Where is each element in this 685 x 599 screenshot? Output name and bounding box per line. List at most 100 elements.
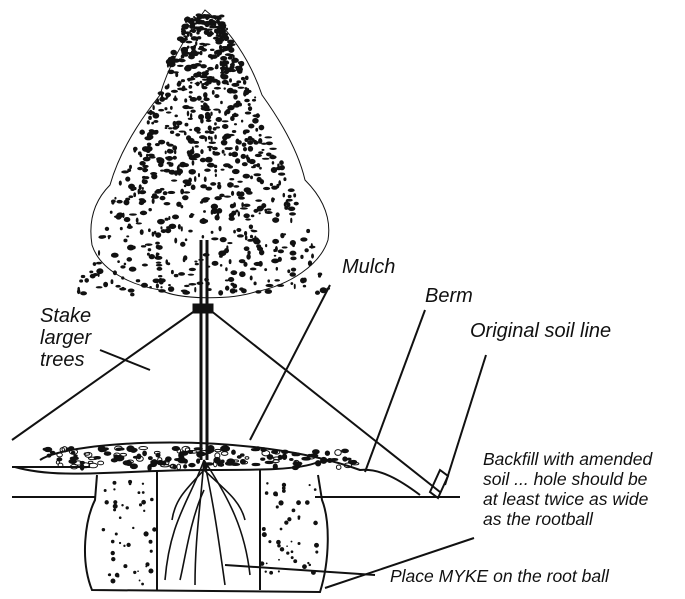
leaf-mark [165,155,174,161]
leaf-mark [206,162,215,168]
leaf-mark [206,145,214,149]
leaf-mark [274,246,278,252]
leaf-mark [211,89,215,95]
leaf-mark [229,62,235,67]
leaf-mark [107,235,110,240]
leaf-mark [184,98,188,103]
leaf-mark [163,168,171,173]
leaf-mark [228,46,233,52]
leaf-mark [169,105,173,110]
leaf-mark [198,71,202,75]
leaf-mark [187,151,193,158]
leaf-mark [188,84,193,89]
leaf-mark [126,257,133,262]
leaf-mark [141,175,147,179]
leaf-mark [188,95,192,99]
leaf-mark [225,267,228,272]
leaf-mark [261,142,268,145]
leaf-mark [175,72,179,78]
leaf-mark [155,261,162,264]
leaf-mark [194,262,199,266]
leaf-mark [255,127,259,132]
leaf-mark [115,214,122,220]
soil-dot [150,497,154,502]
leaf-mark [284,205,289,210]
leaf-mark [196,14,200,21]
leaf-mark [188,54,195,60]
leaf-mark [275,266,279,271]
leaf-mark [264,289,273,294]
leaf-mark [176,201,182,207]
soil-dot [302,564,307,570]
soil-dot [132,526,135,530]
soil-dot [264,491,269,495]
soil-dot [133,570,137,575]
leaf-mark [241,142,247,147]
leaf-mark [220,56,228,61]
soil-dot [118,516,122,520]
leaf-mark [196,95,202,101]
leaf-mark [186,45,190,49]
leaf-mark [274,279,280,282]
soil-dot [128,479,133,484]
leaf-mark [169,162,174,167]
leaf-mark [287,269,291,274]
leaf-mark [76,289,81,295]
leaf-mark [168,215,171,220]
leaf-mark [132,146,138,152]
leaf-mark [126,235,130,238]
leaf-mark [149,155,156,159]
leaf-mark [226,43,232,48]
leaf-mark [145,153,149,158]
soil-dot [125,506,129,510]
leaf-mark [189,128,193,131]
leaf-mark [201,86,208,90]
mulch-chip [216,458,221,465]
leaf-mark [273,254,277,257]
mulch-chip [324,450,331,456]
leaf-mark [180,79,186,83]
leaf-mark [178,58,186,63]
leaf-mark [205,14,210,21]
leaf-mark [220,168,225,171]
leaf-mark [221,120,229,123]
leaf-mark [253,281,257,286]
leaf-mark [189,213,194,218]
mulch-chip [335,464,342,470]
mulch-chip [281,453,288,461]
stake-label: Stake larger trees [40,305,91,371]
leaf-mark [293,193,297,198]
leaf-mark [241,162,248,167]
mulch-chip [312,449,320,454]
leaf-mark [199,80,203,84]
leaf-mark [171,58,180,63]
soil-dot [291,508,296,513]
leaf-mark [173,273,179,278]
leaf-mark [269,147,277,151]
mulch-chip [147,456,153,461]
leaf-mark [202,43,211,46]
soil-dot [304,500,310,505]
leaf-mark [189,32,193,37]
leaf-mark [261,157,270,160]
leaf-mark [238,196,242,199]
mulch-chip [68,458,78,464]
leaf-mark [141,178,146,184]
leaf-mark [158,139,166,145]
leaf-mark [157,218,165,225]
leaf-mark [249,234,254,239]
leaf-mark [195,41,198,46]
mulch-chip [307,453,312,458]
mulch-chip [157,457,163,463]
leaf-mark [227,182,234,188]
leaf-mark [130,292,135,297]
leaf-mark [219,21,223,26]
leaf-mark [272,217,280,223]
leaf-mark [220,74,229,80]
mulch-chip [272,456,283,461]
leaf-mark [135,222,142,225]
leaf-mark [174,237,178,244]
leaf-mark [161,97,168,100]
leaf-mark [243,230,248,236]
leaf-mark [223,35,228,38]
